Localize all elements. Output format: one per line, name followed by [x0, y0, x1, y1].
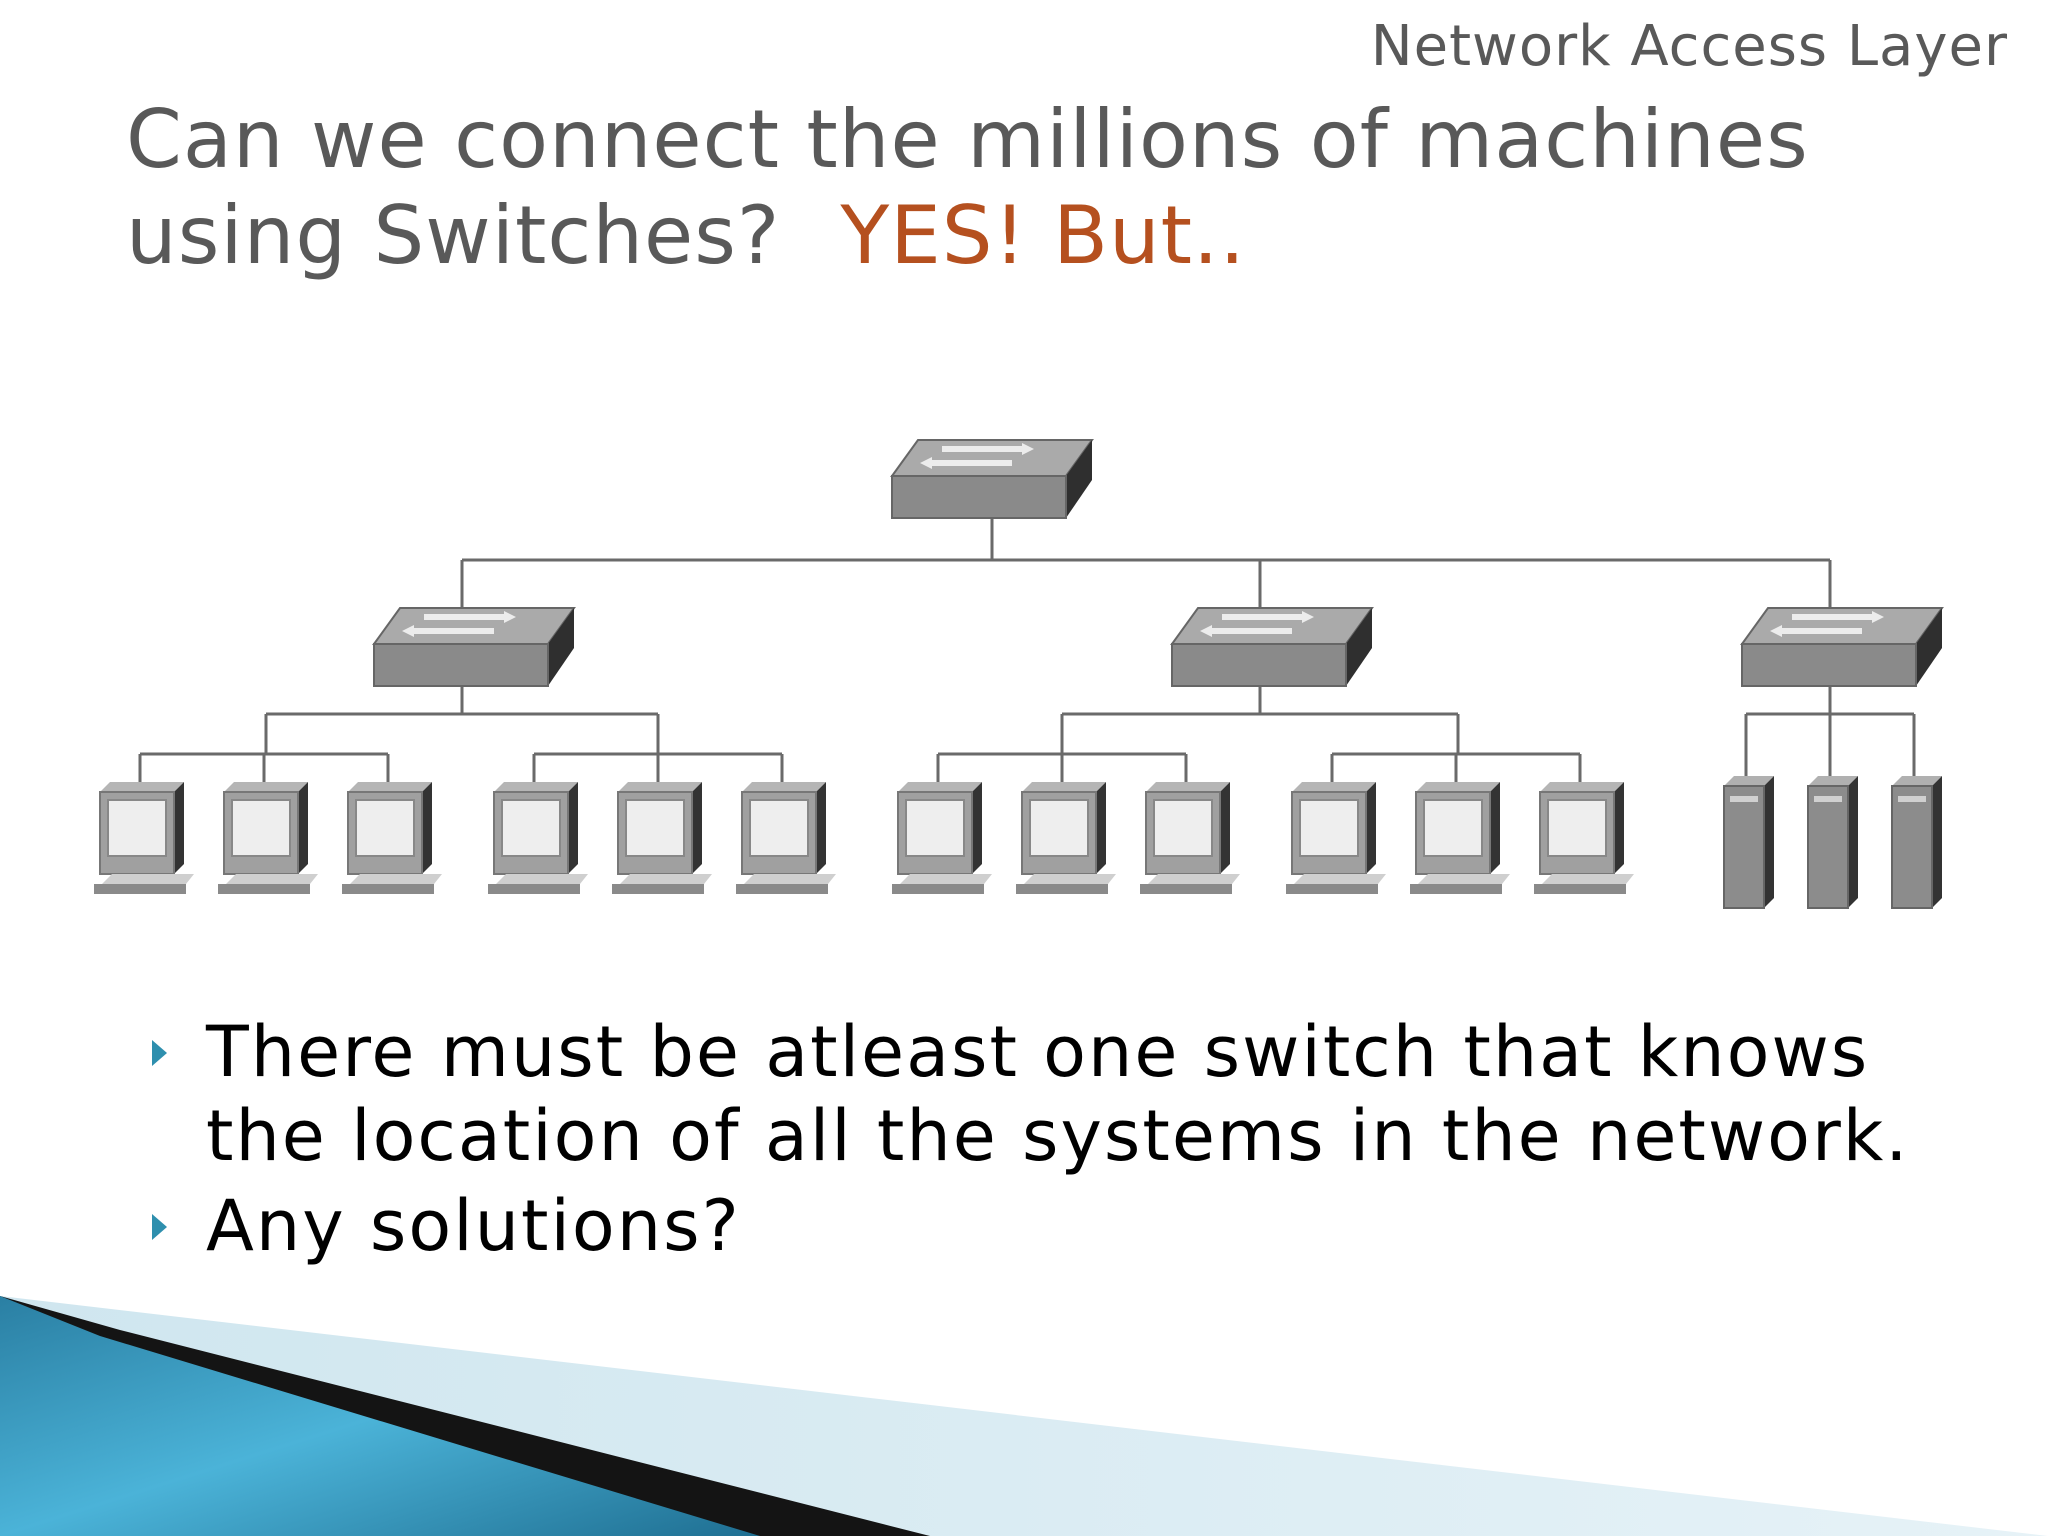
bullet-arrow-icon	[152, 1040, 167, 1066]
pc-icon	[1015, 781, 1117, 895]
bullet-item: Any solutions?	[140, 1184, 1940, 1268]
pc-icon	[341, 781, 443, 895]
slide-title: Can we connect the millions of machines …	[126, 92, 1906, 284]
core-switch-icon	[892, 440, 1092, 518]
bullet-item: There must be atleast one switch that kn…	[140, 1010, 1940, 1178]
pc-icon	[891, 781, 993, 895]
server-icon	[1891, 775, 1943, 909]
pc-icon	[1139, 781, 1241, 895]
bullet-text: There must be atleast one switch that kn…	[206, 1011, 1910, 1177]
pc-icon	[487, 781, 589, 895]
distribution-switch-icon	[1172, 608, 1372, 686]
pc-icon	[735, 781, 837, 895]
title-line-2: using Switches? YES! But..	[126, 188, 1906, 284]
connection-lines	[138, 518, 1916, 784]
pc-icon	[93, 781, 195, 895]
section-label: Network Access Layer	[1370, 14, 2008, 79]
distribution-switch-icon	[1742, 608, 1942, 686]
pc-icon	[1533, 781, 1635, 895]
title-accent: YES! But..	[840, 189, 1246, 282]
bullet-list: There must be atleast one switch that kn…	[140, 1010, 1940, 1274]
title-line-1: Can we connect the millions of machines	[126, 93, 1809, 186]
distribution-switch-icon	[374, 608, 574, 686]
pc-icon	[611, 781, 713, 895]
pc-icon	[1409, 781, 1511, 895]
pc-icon	[217, 781, 319, 895]
bullet-text: Any solutions?	[206, 1185, 741, 1267]
server-icon	[1807, 775, 1859, 909]
pc-icon	[1285, 781, 1387, 895]
title-question: using Switches?	[126, 189, 781, 282]
bullet-arrow-icon	[152, 1214, 167, 1240]
server-icon	[1723, 775, 1775, 909]
